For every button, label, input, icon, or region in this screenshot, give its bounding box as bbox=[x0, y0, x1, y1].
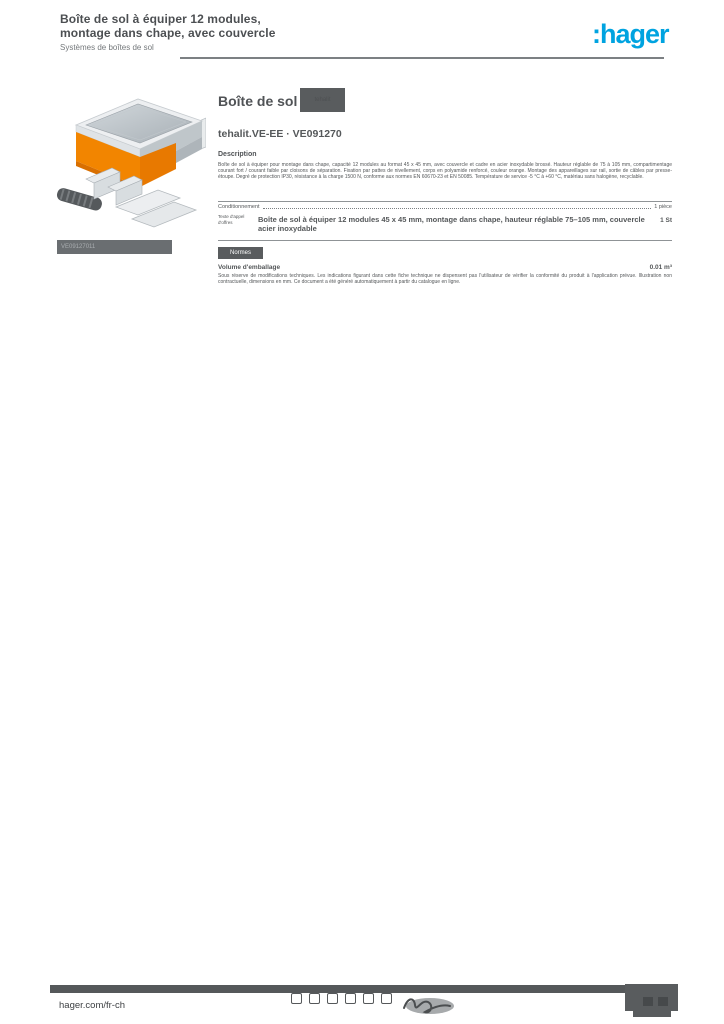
tender-text: Boîte de sol à équiper 12 modules 45 x 4… bbox=[258, 215, 645, 233]
footer-website-link[interactable]: hager.com/fr-ch bbox=[57, 998, 131, 1014]
header-title-line2: montage dans chape, avec couvercle bbox=[60, 26, 276, 40]
order-row: Conditionnement 1 pièce bbox=[218, 204, 672, 210]
product-photo-floor-box bbox=[56, 98, 206, 228]
legal-note: Sous réserve de modifications techniques… bbox=[218, 273, 672, 285]
footer-social-icons bbox=[291, 993, 392, 1004]
section-divider bbox=[218, 240, 672, 241]
volume-label: Volume d'emballage bbox=[218, 264, 281, 271]
product-photo-caption: VE09127011 bbox=[57, 240, 172, 254]
description-heading: Description bbox=[218, 151, 257, 158]
hager-logo: :hager bbox=[592, 19, 670, 49]
social-icon[interactable] bbox=[363, 993, 374, 1004]
product-badge: tehalit bbox=[300, 88, 345, 112]
social-icon[interactable] bbox=[381, 993, 392, 1004]
social-icon[interactable] bbox=[345, 993, 356, 1004]
order-value: 1 pièce bbox=[654, 204, 672, 210]
social-icon[interactable] bbox=[327, 993, 338, 1004]
tender-label: Texte d'appel d'offres bbox=[218, 214, 245, 225]
order-label: Conditionnement bbox=[218, 204, 260, 210]
header-title-line1: Boîte de sol à équiper 12 modules, bbox=[60, 12, 261, 26]
footer-bar bbox=[50, 985, 625, 993]
standards-chip: Normes bbox=[218, 247, 263, 259]
product-title: Boîte de sol bbox=[218, 93, 298, 109]
description-text: Boîte de sol à équiper pour montage dans… bbox=[218, 162, 672, 180]
qr-dot bbox=[643, 997, 653, 1006]
signature-mark bbox=[403, 998, 454, 1014]
social-icon[interactable] bbox=[291, 993, 302, 1004]
qr-code bbox=[625, 984, 678, 1011]
section-divider bbox=[218, 201, 672, 202]
volume-value: 0.01 m³ bbox=[649, 264, 672, 271]
header-divider bbox=[180, 57, 664, 59]
document-header: Boîte de sol à équiper 12 modules, monta… bbox=[60, 12, 300, 52]
qr-code-tab bbox=[633, 1011, 671, 1017]
social-icon[interactable] bbox=[309, 993, 320, 1004]
tender-row: Texte d'appel d'offres Boîte de sol à éq… bbox=[218, 214, 672, 233]
dot-leader bbox=[262, 204, 652, 209]
product-title-row: Boîte de sol tehalit bbox=[218, 88, 672, 114]
tender-value: 1 St bbox=[660, 217, 672, 224]
product-subtitle: tehalit.VE-EE · VE091270 bbox=[218, 128, 342, 140]
header-subtitle: Systèmes de boîtes de sol bbox=[60, 43, 154, 52]
volume-row: Volume d'emballage 0.01 m³ bbox=[218, 264, 672, 271]
qr-dot bbox=[658, 997, 668, 1006]
